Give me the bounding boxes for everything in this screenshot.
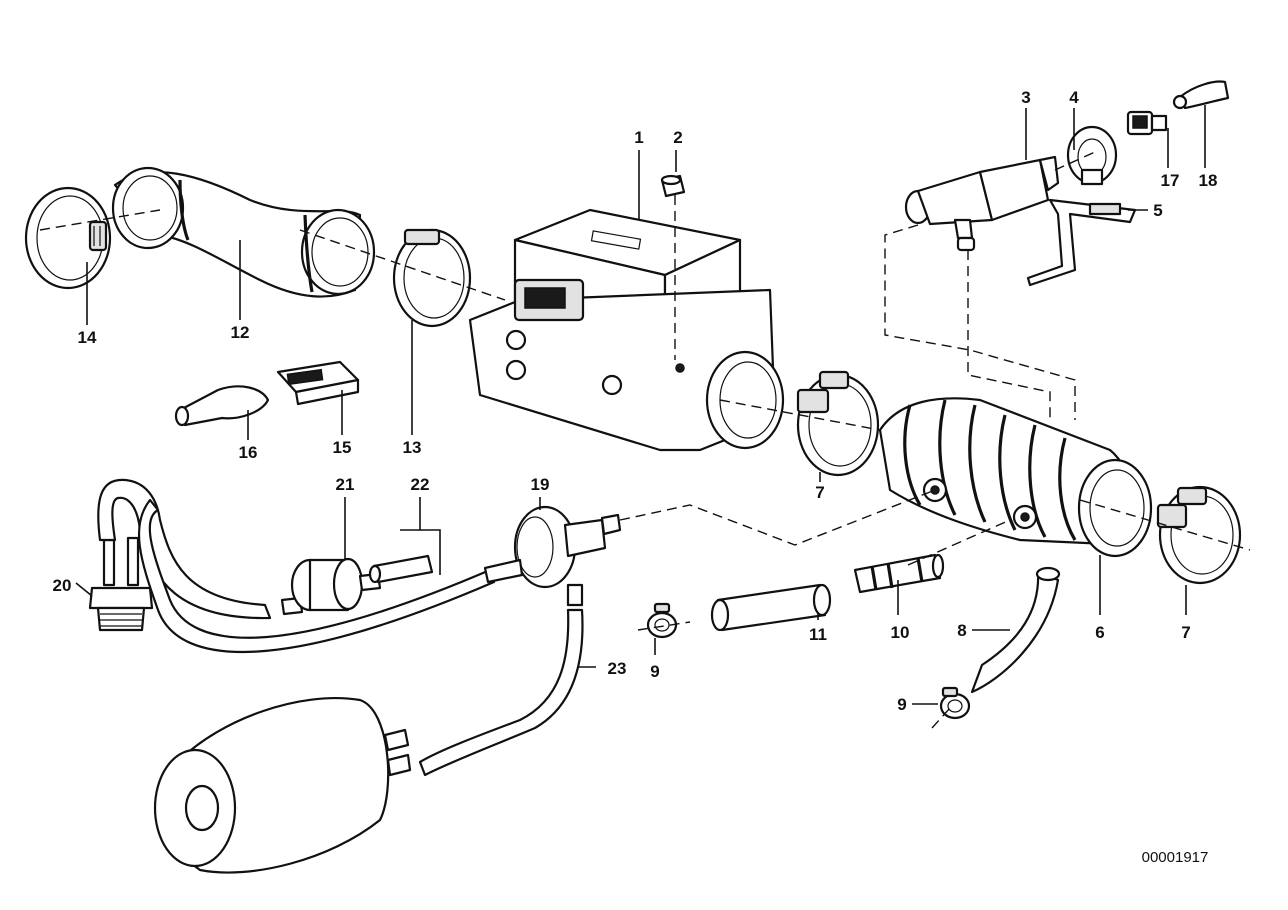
label-22: 22 xyxy=(411,475,430,494)
part-connector-15 xyxy=(276,360,360,406)
part-clamp-9a xyxy=(646,602,678,639)
part-canister xyxy=(153,696,412,874)
label-17: 17 xyxy=(1161,171,1180,190)
part-regulator-19 xyxy=(483,505,622,607)
label-9b: 9 xyxy=(897,695,906,714)
center-lines xyxy=(39,151,1251,729)
label-12: 12 xyxy=(231,323,250,342)
part-hose-clamp-14 xyxy=(24,186,112,290)
label-15: 15 xyxy=(333,438,352,457)
part-connector-tube-10 xyxy=(853,553,945,594)
label-16: 16 xyxy=(239,443,258,462)
label-7a: 7 xyxy=(815,483,824,502)
part-vacuum-hoses xyxy=(97,478,496,654)
label-4: 4 xyxy=(1069,88,1079,107)
part-hose-clamp-7b xyxy=(1156,485,1242,585)
part-hose-8 xyxy=(970,566,1061,694)
part-cap-16 xyxy=(174,385,270,427)
label-19: 19 xyxy=(531,475,550,494)
label-6: 6 xyxy=(1095,623,1104,642)
label-2: 2 xyxy=(673,128,682,147)
part-hose-22 xyxy=(368,554,434,584)
part-valve-3 xyxy=(904,155,1060,252)
label-3: 3 xyxy=(1021,88,1030,107)
label-9a: 9 xyxy=(650,662,659,681)
label-13: 13 xyxy=(403,438,422,457)
part-air-flow-meter-1 xyxy=(468,208,785,452)
part-temperature-switch-20 xyxy=(88,536,154,632)
label-10: 10 xyxy=(891,623,910,642)
label-11: 11 xyxy=(809,625,827,644)
label-8: 8 xyxy=(957,621,966,640)
label-7b: 7 xyxy=(1181,623,1190,642)
part-bracket-5 xyxy=(1026,198,1137,287)
label-1: 1 xyxy=(634,128,643,147)
part-rubber-boot-6 xyxy=(878,397,1153,558)
part-holder-4 xyxy=(1066,125,1118,186)
part-hose-clamp-13 xyxy=(392,228,472,328)
part-hose-clamp-7a xyxy=(796,370,880,477)
label-5: 5 xyxy=(1153,201,1162,220)
part-cap-2 xyxy=(660,174,686,198)
label-20: 20 xyxy=(53,576,72,595)
part-connector-17 xyxy=(1126,110,1168,136)
part-hose-23 xyxy=(418,608,584,777)
part-clamp-9b xyxy=(939,686,971,720)
part-labels: 1 2 3 4 5 6 7 7 8 9 9 10 11 12 13 14 15 … xyxy=(53,88,1218,866)
part-cap-18 xyxy=(1172,80,1230,110)
part-hose-11 xyxy=(710,583,832,632)
label-18: 18 xyxy=(1199,171,1218,190)
label-21: 21 xyxy=(336,475,355,494)
leader-lines xyxy=(75,105,1206,705)
diagram-reference-number: 00001917 xyxy=(1142,849,1209,866)
part-intake-elbow-hose-12 xyxy=(111,166,376,298)
label-23: 23 xyxy=(608,659,627,678)
part-damper-21 xyxy=(280,557,382,616)
label-14: 14 xyxy=(78,328,97,347)
